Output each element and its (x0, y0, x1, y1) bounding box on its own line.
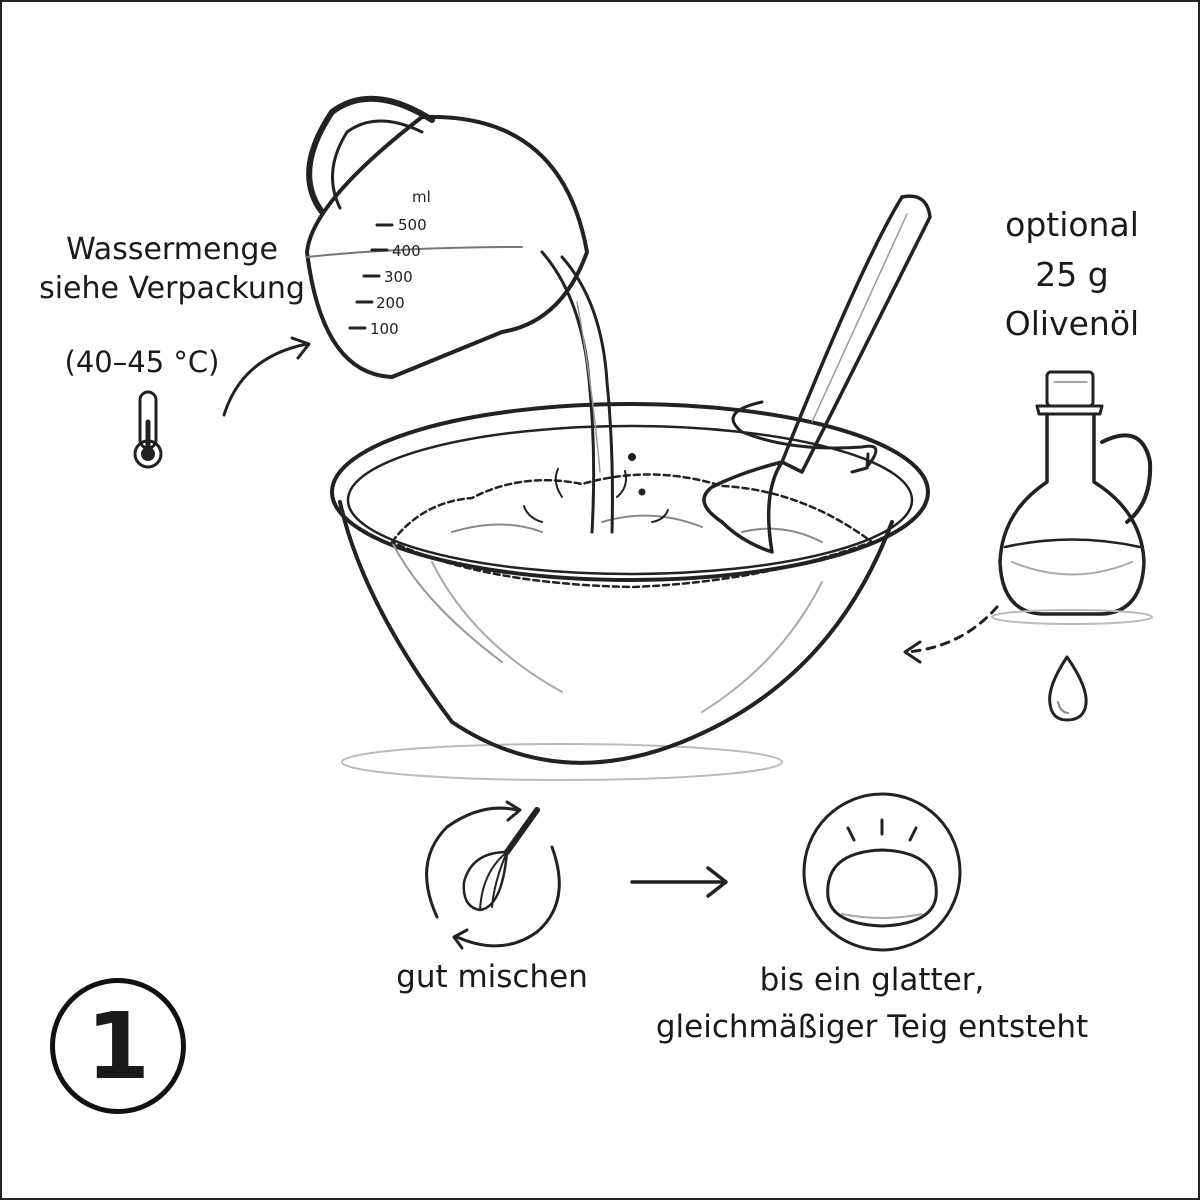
mix-label: gut mischen (396, 959, 588, 995)
cup-tick-200: 200 (376, 294, 405, 312)
oil-arrow (903, 605, 999, 664)
measuring-cup-icon: ml 500 400 300 200 100 (305, 95, 589, 379)
result-label-line-1: bis ein glatter, (759, 962, 985, 998)
water-label-line-2: siehe Verpackung (39, 271, 305, 306)
cup-unit: ml (412, 188, 431, 206)
whisk-icon (425, 800, 561, 950)
cup-tick-100: 100 (370, 320, 399, 338)
dough-ball-icon (802, 792, 962, 952)
temperature-label: (40–45 °C) (64, 345, 220, 379)
oil-label-line-1: optional (1005, 205, 1139, 244)
oil-bottle-icon (991, 370, 1153, 625)
result-label-line-2: gleichmäßiger Teig entsteht (655, 1008, 1089, 1045)
water-amount-label: Wassermenge siehe Verpackung (22, 230, 322, 308)
oil-label-line-3: Olivenöl (1004, 304, 1140, 343)
thermometer-icon (133, 390, 163, 469)
oil-drop-icon (1048, 655, 1088, 722)
wooden-spoon-icon (702, 194, 932, 554)
water-label-line-1: Wassermenge (66, 232, 278, 267)
oil-label-line-2: 25 g (1035, 254, 1109, 294)
water-arrow (222, 336, 311, 417)
cup-tick-300: 300 (384, 268, 413, 286)
oil-label: optional 25 g Olivenöl (957, 200, 1187, 349)
stir-arrow (731, 400, 878, 474)
cup-tick-400: 400 (392, 242, 421, 260)
cup-tick-500: 500 (398, 216, 427, 234)
step-number-badge: 1 (50, 978, 186, 1114)
water-stream (523, 250, 669, 534)
result-label: bis ein glatter, gleichmäßiger Teig ents… (652, 957, 1092, 1050)
process-arrow (630, 866, 728, 898)
